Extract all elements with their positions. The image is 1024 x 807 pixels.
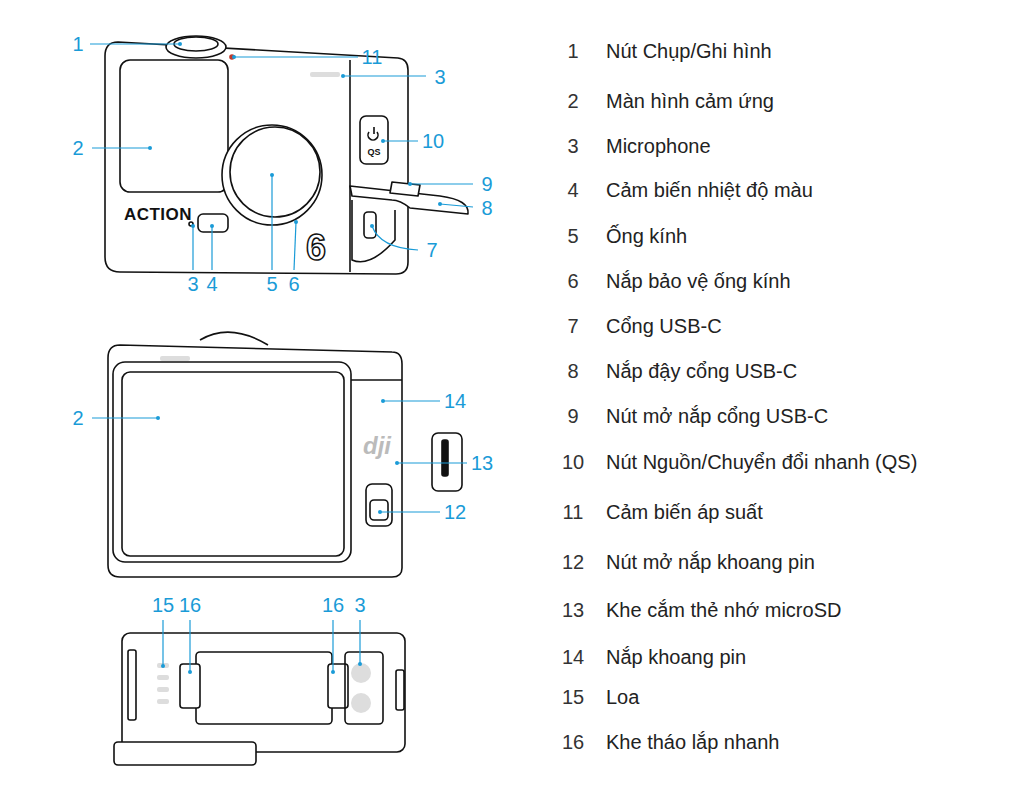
part-name: Nắp khoang pin bbox=[606, 647, 746, 667]
logo-text: dji bbox=[363, 434, 391, 458]
callout-number: 7 bbox=[426, 240, 437, 260]
list-number: 5 bbox=[567, 226, 578, 246]
part-name: Loa bbox=[606, 687, 639, 707]
callout-number: 14 bbox=[444, 391, 466, 411]
callout-number: 16 bbox=[322, 595, 344, 615]
part-name: Khe cắm thẻ nhớ microSD bbox=[606, 600, 841, 620]
part-name: Màn hình cảm ứng bbox=[606, 91, 774, 111]
list-number: 9 bbox=[567, 406, 578, 426]
printed-brand: ACTION bbox=[124, 206, 192, 223]
part-name: Ống kính bbox=[606, 226, 687, 246]
list-number: 8 bbox=[567, 361, 578, 381]
part-name: Nút mở nắp cổng USB-C bbox=[606, 406, 828, 426]
printed-model: 6 bbox=[306, 230, 326, 266]
button-mark: QS bbox=[367, 148, 380, 157]
list-number: 15 bbox=[562, 687, 584, 707]
list-number: 11 bbox=[563, 502, 584, 522]
callout-number: 3 bbox=[354, 595, 365, 615]
callout-number: 11 bbox=[362, 47, 383, 67]
callout-number: 6 bbox=[288, 274, 299, 294]
part-name: Cảm biến áp suất bbox=[606, 502, 763, 522]
list-number: 10 bbox=[562, 452, 584, 472]
part-name: Nắp bảo vệ ống kính bbox=[606, 271, 791, 291]
list-number: 14 bbox=[562, 647, 584, 667]
callout-number: 2 bbox=[72, 138, 83, 158]
part-name: Nút mở nắp khoang pin bbox=[606, 552, 815, 572]
list-number: 4 bbox=[567, 180, 578, 200]
list-number: 7 bbox=[567, 316, 578, 336]
callout-number: 15 bbox=[152, 595, 174, 615]
list-number: 16 bbox=[562, 732, 584, 752]
callout-number: 3 bbox=[434, 67, 445, 87]
part-name: Nắp đậy cổng USB-C bbox=[606, 361, 797, 381]
list-number: 13 bbox=[562, 600, 584, 620]
list-number: 2 bbox=[567, 91, 578, 111]
callout-number: 12 bbox=[444, 502, 466, 522]
callout-number: 3 bbox=[187, 274, 198, 294]
part-name: Cổng USB-C bbox=[606, 316, 722, 336]
callout-number: 13 bbox=[471, 453, 493, 473]
part-name: Microphone bbox=[606, 136, 711, 156]
callout-number: 9 bbox=[481, 174, 492, 194]
callout-number: 2 bbox=[72, 408, 83, 428]
list-number: 12 bbox=[562, 552, 584, 572]
callout-number: 8 bbox=[481, 198, 492, 218]
part-name: Nút Chụp/Ghi hình bbox=[606, 41, 772, 61]
list-number: 6 bbox=[567, 271, 578, 291]
part-name: Cảm biến nhiệt độ màu bbox=[606, 180, 813, 200]
part-name: Nút Nguồn/Chuyển đổi nhanh (QS) bbox=[606, 452, 917, 472]
callout-number: 16 bbox=[179, 595, 201, 615]
callout-number: 10 bbox=[422, 131, 444, 151]
callout-number: 4 bbox=[206, 274, 217, 294]
list-number: 1 bbox=[567, 41, 578, 61]
list-number: 3 bbox=[567, 136, 578, 156]
callout-number: 1 bbox=[72, 34, 83, 54]
callout-number: 5 bbox=[266, 274, 277, 294]
part-name: Khe tháo lắp nhanh bbox=[606, 732, 780, 752]
